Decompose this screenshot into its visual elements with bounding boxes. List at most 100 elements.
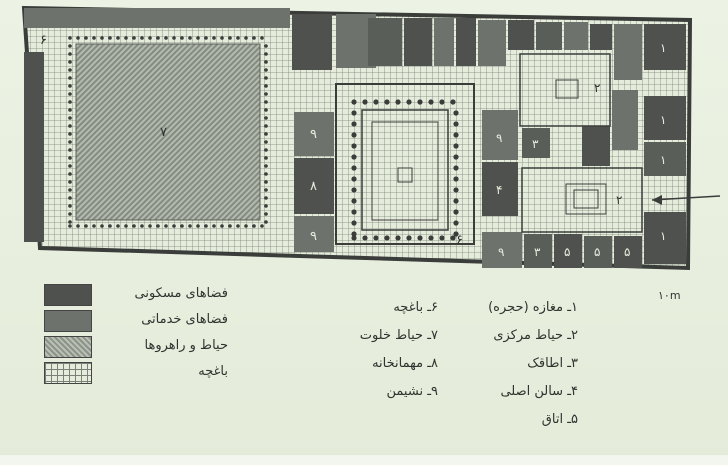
column-dot — [100, 36, 104, 40]
pool-inner — [371, 121, 439, 221]
column-dot — [148, 224, 152, 228]
column-dot — [204, 36, 208, 40]
column-dot — [264, 156, 268, 160]
column-dot — [351, 99, 357, 105]
column-dot — [68, 148, 72, 152]
column-dot — [351, 231, 357, 237]
column-dot — [264, 140, 268, 144]
column-dot — [68, 36, 72, 40]
label-garden-top: ۶ — [40, 33, 47, 48]
label-room-1: ۵ — [564, 245, 570, 259]
column-dot — [453, 209, 459, 215]
column-dot — [453, 187, 459, 193]
column-dot — [244, 224, 248, 228]
living-room-3 — [482, 110, 518, 160]
column-dot — [439, 235, 445, 241]
column-dot — [236, 224, 240, 228]
column-dot — [428, 99, 434, 105]
column-dot — [156, 224, 160, 228]
column-dot — [351, 143, 357, 149]
central-court-1 — [519, 53, 611, 127]
column-dot — [68, 164, 72, 168]
main-hall — [482, 162, 518, 216]
column-dot — [68, 140, 72, 144]
column-dot — [68, 116, 72, 120]
column-dot — [351, 165, 357, 171]
column-dot — [362, 235, 368, 241]
court-columns — [68, 36, 268, 228]
column-dot — [260, 224, 264, 228]
living-room-2 — [294, 216, 334, 252]
column-dot — [351, 209, 357, 215]
column-dot — [351, 132, 357, 138]
column-dot — [132, 224, 136, 228]
top-left-wall — [24, 8, 290, 28]
room-3 — [614, 236, 642, 268]
column-dot — [196, 224, 200, 228]
column-dot — [351, 235, 357, 241]
column-dot — [453, 132, 459, 138]
column-dot — [68, 224, 72, 228]
column-dot — [180, 224, 184, 228]
label-living-3: ۹ — [496, 131, 502, 145]
column-dot — [264, 108, 268, 112]
column-dot — [264, 132, 268, 136]
column-dot — [68, 92, 72, 96]
pool-outer — [361, 109, 449, 231]
column-dot — [264, 84, 268, 88]
column-dot — [264, 220, 268, 224]
column-dot — [260, 36, 264, 40]
column-dot — [264, 180, 268, 184]
entrance-arrow — [651, 195, 721, 201]
column-dot — [68, 108, 72, 112]
key-item-3: ۳ـ اطاقک — [527, 356, 578, 371]
column-dot — [252, 36, 256, 40]
floor-plan: ۶ ۷ ۹ ۸ ۹ ۶ ۹ ۴ ۹ ۳ ۲ ۲ ۳ ۵ ۵ ۵ ۱ ۱ ۱ ۱ — [21, 5, 721, 271]
key-item-2: ۲ـ حیاط مرکزی — [493, 328, 578, 343]
label-living-2: ۹ — [310, 229, 317, 244]
page-bottom-edge — [0, 455, 728, 465]
column-dot — [108, 224, 112, 228]
garden-columns — [351, 99, 459, 241]
key-item-1: ۱ـ مغازه (حجره) — [488, 300, 578, 315]
legend-swatch-garden — [44, 362, 92, 384]
column-dot — [406, 235, 412, 241]
court-1-pool — [555, 79, 579, 99]
column-dot — [351, 220, 357, 226]
column-dot — [264, 44, 268, 48]
label-room-2: ۵ — [594, 245, 600, 259]
column-dot — [351, 187, 357, 193]
column-dot — [428, 235, 434, 241]
column-dot — [453, 220, 459, 226]
column-dot — [264, 204, 268, 208]
room-1 — [554, 234, 582, 268]
central-court-2 — [521, 167, 643, 233]
legend-swatch-service — [44, 310, 92, 332]
legend-label-residential: فضاهای مسکونی — [134, 286, 228, 301]
column-dot — [228, 224, 232, 228]
column-dot — [264, 196, 268, 200]
column-dot — [84, 224, 88, 228]
column-dot — [140, 224, 144, 228]
fountain — [397, 167, 413, 183]
column-dot — [264, 188, 268, 192]
column-dot — [68, 52, 72, 56]
column-dot — [68, 212, 72, 216]
column-dot — [264, 124, 268, 128]
living-room-4 — [482, 232, 522, 268]
column-dot — [108, 36, 112, 40]
column-dot — [116, 36, 120, 40]
column-dot — [124, 224, 128, 228]
label-garden-bottom: ۶ — [456, 233, 463, 248]
column-dot — [68, 196, 72, 200]
column-dot — [68, 44, 72, 48]
label-living-4: ۹ — [498, 245, 504, 259]
column-dot — [453, 143, 459, 149]
column-dot — [100, 224, 104, 228]
column-dot — [373, 235, 379, 241]
column-dot — [84, 36, 88, 40]
legend-swatch-residential — [44, 284, 92, 306]
key-item-6: ۶ـ باغچه — [393, 300, 438, 315]
column-dot — [417, 99, 423, 105]
label-alcove-2: ۳ — [534, 245, 541, 259]
